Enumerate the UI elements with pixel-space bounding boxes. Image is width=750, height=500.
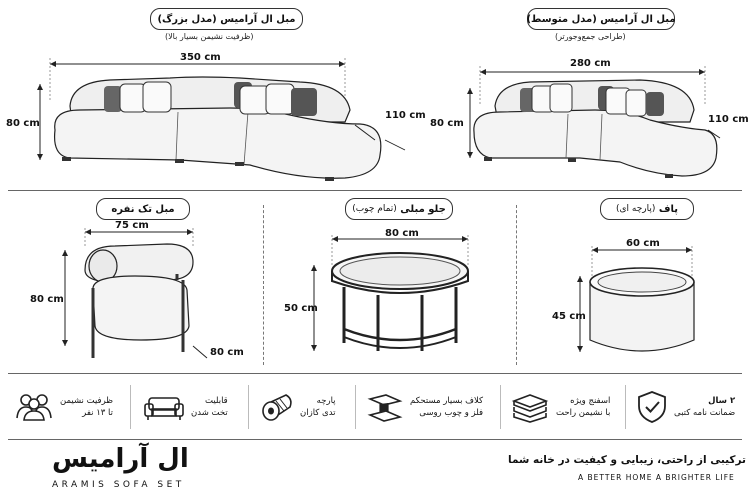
brand-title-en: ARAMIS SOFA SET [52, 480, 185, 490]
large-sofa-title: مبل ال آرامیس (مدل بزرگ) [150, 8, 303, 30]
medium-sofa-title: مبل ال آرامیس (مدل متوسط) [526, 8, 676, 30]
section-divider-top [8, 190, 742, 191]
feature-sofa-bed-line1: قابلیت [204, 396, 228, 406]
feature-sofa-bed-text: قابلیت تخت شدن [191, 395, 228, 419]
feature-warranty: ۲ سال ضمانت نامه کتبی [636, 378, 735, 436]
brand-tagline-en: A BETTER HOME A BRIGHTER LIFE [578, 473, 735, 482]
frame-beam-icon [367, 394, 403, 422]
pouf-title-note: (پارچه ای) [615, 204, 656, 214]
feature-sofa-bed-line2: تخت شدن [191, 408, 228, 418]
large-sofa-subtitle: (ظرفیت نشیمن بسیار بالا) [165, 32, 254, 41]
feature-sofa-bed: قابلیت تخت شدن [143, 378, 228, 436]
medium-sofa-height: 80 cm [430, 118, 464, 129]
feature-foam-line1: اسفنج ویژه [570, 396, 611, 406]
feature-foam-line2: با نشیمن راحت [556, 408, 611, 418]
coffee-table-title-note: (تمام چوب) [352, 204, 397, 214]
large-sofa-drawing [37, 58, 406, 181]
coffee-table-title-main: جلو مبلی [400, 203, 446, 215]
pouf-drawing [577, 246, 695, 352]
pouf-title: پاف (پارچه ای) [600, 198, 694, 220]
feature-seating-capacity: ظرفیت نشیمن تا ۱۳ نفر [14, 378, 113, 436]
feature-frame-line1: کلاف بسیار مستحکم [410, 396, 484, 406]
feature-fabric-line2: تدی کازان [300, 408, 336, 418]
shield-check-icon [638, 391, 666, 423]
feature-seating-line2: تا ۱۳ نفر [82, 408, 114, 418]
feature-separator [625, 385, 626, 429]
feature-seating-text: ظرفیت نشیمن تا ۱۳ نفر [60, 395, 113, 419]
coffee-table-width: 80 cm [385, 228, 419, 239]
feature-warranty-line2: ضمانت نامه کتبی [674, 408, 736, 418]
armchair-depth: 80 cm [210, 347, 244, 358]
feature-separator [500, 385, 501, 429]
medium-sofa-subtitle: (طراحی جمع‌وجورتر) [555, 32, 626, 41]
armchair-width: 75 cm [115, 220, 149, 231]
feature-frame-line2: فلز و چوب روسی [419, 408, 484, 418]
brand-tagline-fa: ترکیبی از راحتی، زیبایی و کیفیت در خانه … [508, 454, 746, 466]
feature-frame-text: کلاف بسیار مستحکم فلز و چوب روسی [410, 395, 483, 419]
medium-sofa-depth: 110 cm [708, 114, 749, 125]
armchair-drawing [62, 228, 208, 359]
armchair-height: 80 cm [30, 294, 64, 305]
fabric-roll-icon [262, 394, 292, 421]
feature-fabric: پارچه تدی کازان [260, 378, 336, 436]
feature-fabric-line1: پارچه [316, 396, 336, 406]
feature-foam-text: اسفنج ویژه با نشیمن راحت [556, 395, 610, 419]
coffee-table-drawing [311, 235, 469, 351]
pouf-title-main: پاف [658, 203, 679, 215]
medium-sofa-drawing [467, 66, 721, 178]
large-sofa-height: 80 cm [6, 118, 40, 129]
feature-fabric-text: پارچه تدی کازان [300, 395, 336, 419]
feature-separator [355, 385, 356, 429]
coffee-table-title: جلو مبلی (تمام چوب) [345, 198, 453, 220]
people-icon [16, 394, 52, 421]
feature-seating-line1: ظرفیت نشیمن [60, 396, 114, 406]
feature-frame: کلاف بسیار مستحکم فلز و چوب روسی [366, 378, 483, 436]
feature-separator [130, 385, 131, 429]
large-sofa-width: 350 cm [180, 52, 221, 63]
sofa-bed-icon [144, 397, 184, 420]
feature-foam: اسفنج ویژه با نشیمن راحت [510, 378, 610, 436]
section-divider-mid-2 [516, 205, 517, 365]
feature-warranty-text: ۲ سال ضمانت نامه کتبی [674, 395, 735, 419]
section-divider-features [8, 373, 742, 374]
section-divider-mid-1 [263, 205, 264, 365]
medium-sofa-width: 280 cm [570, 58, 611, 69]
pouf-width: 60 cm [626, 238, 660, 249]
foam-layers-icon [511, 394, 549, 423]
coffee-table-height: 50 cm [284, 303, 318, 314]
pouf-height: 45 cm [552, 311, 586, 322]
brand-title-fa: ال آرامیس [52, 444, 189, 474]
section-divider-footer [8, 439, 742, 440]
feature-separator [248, 385, 249, 429]
feature-warranty-line1: ۲ سال [708, 396, 736, 406]
armchair-title: مبل تک نفره [96, 198, 190, 220]
large-sofa-depth: 110 cm [385, 110, 426, 121]
